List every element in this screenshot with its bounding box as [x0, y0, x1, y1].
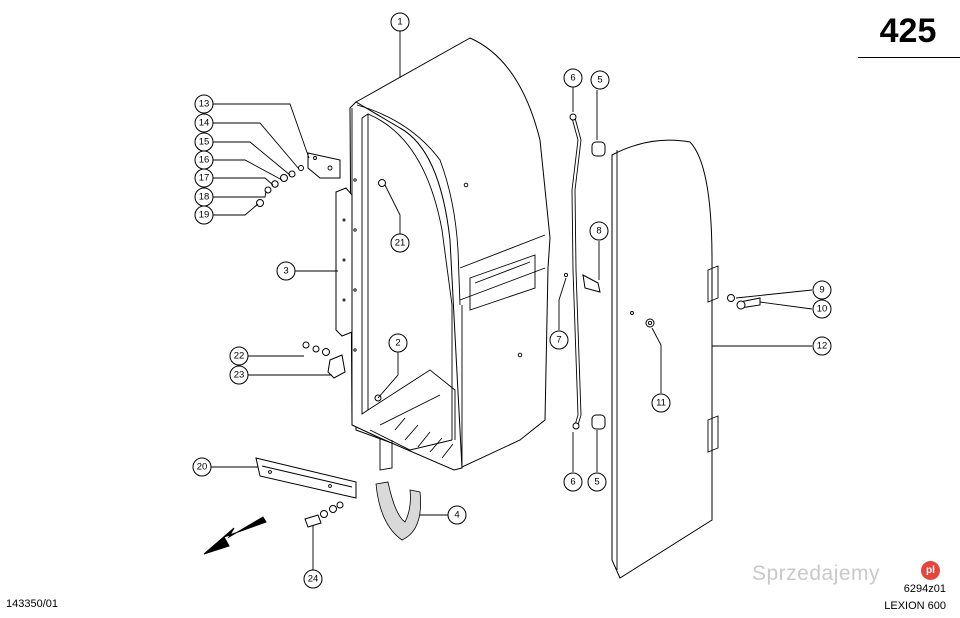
svg-text:6: 6 [570, 73, 575, 84]
callout-3: 3 [276, 261, 296, 281]
callout-11: 11 [651, 393, 671, 413]
svg-text:23: 23 [234, 370, 245, 381]
callout-14: 14 [194, 113, 214, 133]
callout-4: 4 [447, 505, 467, 525]
callout-15: 15 [194, 132, 214, 152]
svg-text:2: 2 [395, 338, 400, 349]
watermark-badge: pl [921, 561, 940, 580]
svg-text:14: 14 [199, 118, 210, 129]
svg-text:15: 15 [199, 137, 210, 148]
svg-text:6: 6 [570, 477, 575, 488]
svg-text:22: 22 [234, 351, 245, 362]
svg-text:16: 16 [199, 155, 210, 166]
svg-text:18: 18 [199, 192, 210, 203]
callout-7: 7 [549, 330, 569, 350]
svg-text:17: 17 [199, 173, 210, 184]
reference-code: 6294z01 [903, 583, 946, 595]
callout-group: 1 2 3 4 5 5 6 6 7 8 9 10 11 12 13 14 15 … [192, 12, 832, 589]
watermark-text: Sprzedajemy [752, 562, 881, 585]
svg-text:12: 12 [817, 341, 828, 352]
svg-text:21: 21 [395, 238, 406, 249]
callout-2: 2 [388, 333, 408, 353]
drawing-code: 143350/01 [6, 598, 58, 610]
arrow-down-left-icon [203, 516, 267, 555]
callout-8: 8 [589, 221, 609, 241]
callout-5-bottom: 5 [587, 472, 607, 492]
callout-20: 20 [192, 457, 212, 477]
callout-1: 1 [390, 12, 410, 32]
callout-23: 23 [229, 365, 249, 385]
latch-rod [563, 113, 601, 430]
callout-10: 10 [812, 299, 832, 319]
page-number: 425 [879, 12, 937, 50]
svg-text:5: 5 [597, 75, 602, 86]
callout-6-bottom: 6 [563, 472, 583, 492]
callout-22: 22 [229, 346, 249, 366]
svg-text:10: 10 [817, 304, 828, 315]
svg-text:11: 11 [656, 398, 666, 409]
callout-19: 19 [194, 205, 214, 225]
svg-text:9: 9 [819, 285, 824, 296]
page-number-rule [858, 57, 960, 58]
svg-text:8: 8 [596, 226, 601, 237]
callout-9: 9 [812, 280, 832, 300]
svg-text:1: 1 [397, 17, 402, 28]
svg-text:13: 13 [199, 99, 210, 110]
svg-text:3: 3 [283, 266, 288, 277]
callout-13: 13 [194, 94, 214, 114]
callout-21: 21 [390, 233, 410, 253]
callout-24: 24 [303, 569, 323, 589]
svg-text:19: 19 [199, 210, 210, 221]
callout-5-top: 5 [590, 70, 610, 90]
model-name: LEXION 600 [884, 600, 946, 612]
door-panel [611, 139, 719, 579]
callout-17: 17 [194, 168, 214, 188]
callout-18: 18 [194, 187, 214, 207]
callout-6-top: 6 [563, 68, 583, 88]
callout-12: 12 [812, 336, 832, 356]
svg-text:20: 20 [197, 462, 208, 473]
housing-frame [349, 37, 551, 471]
leader-lines [211, 30, 813, 570]
svg-text:24: 24 [308, 574, 319, 585]
svg-text:7: 7 [556, 335, 561, 346]
svg-text:5: 5 [594, 477, 599, 488]
callout-16: 16 [194, 150, 214, 170]
svg-text:4: 4 [454, 510, 459, 521]
